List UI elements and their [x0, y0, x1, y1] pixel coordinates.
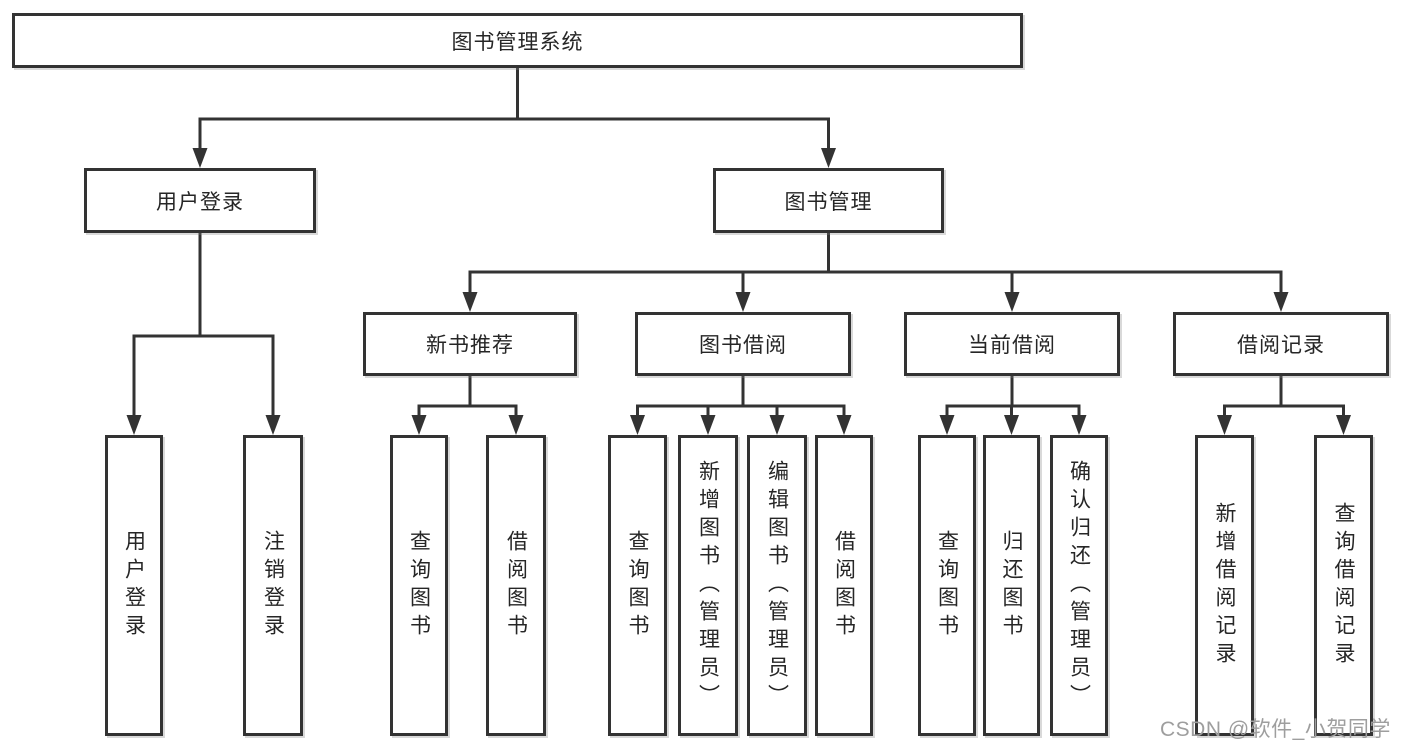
leaf-borrow-books-borrowing: 借阅图书	[815, 435, 873, 736]
leaf-query-books-current: 查询图书	[918, 435, 976, 736]
leaf-edit-books-admin: 编辑图书（管理员）	[747, 435, 807, 736]
node-current-borrowing: 当前借阅	[904, 312, 1120, 376]
leaf-logout: 注销登录	[243, 435, 303, 736]
csdn-watermark: CSDN @软件_小贺同学	[1160, 718, 1391, 741]
leaf-user-login: 用户登录	[105, 435, 163, 736]
node-book-management: 图书管理	[713, 168, 944, 233]
leaf-return-books: 归还图书	[983, 435, 1040, 736]
node-borrowing-records: 借阅记录	[1173, 312, 1389, 376]
leaf-add-borrow-record: 新增借阅记录	[1195, 435, 1254, 736]
node-user-login: 用户登录	[84, 168, 316, 233]
leaf-borrow-books-recommend: 借阅图书	[486, 435, 546, 736]
leaf-add-books-admin: 新增图书（管理员）	[678, 435, 738, 736]
node-new-book-recommend: 新书推荐	[363, 312, 577, 376]
node-book-borrowing: 图书借阅	[635, 312, 851, 376]
leaf-query-books-recommend: 查询图书	[390, 435, 448, 736]
leaf-query-borrow-record: 查询借阅记录	[1314, 435, 1373, 736]
node-book-management-system: 图书管理系统	[12, 13, 1023, 68]
leaf-confirm-return-admin: 确认归还（管理员）	[1050, 435, 1108, 736]
leaf-query-books-borrowing: 查询图书	[608, 435, 667, 736]
